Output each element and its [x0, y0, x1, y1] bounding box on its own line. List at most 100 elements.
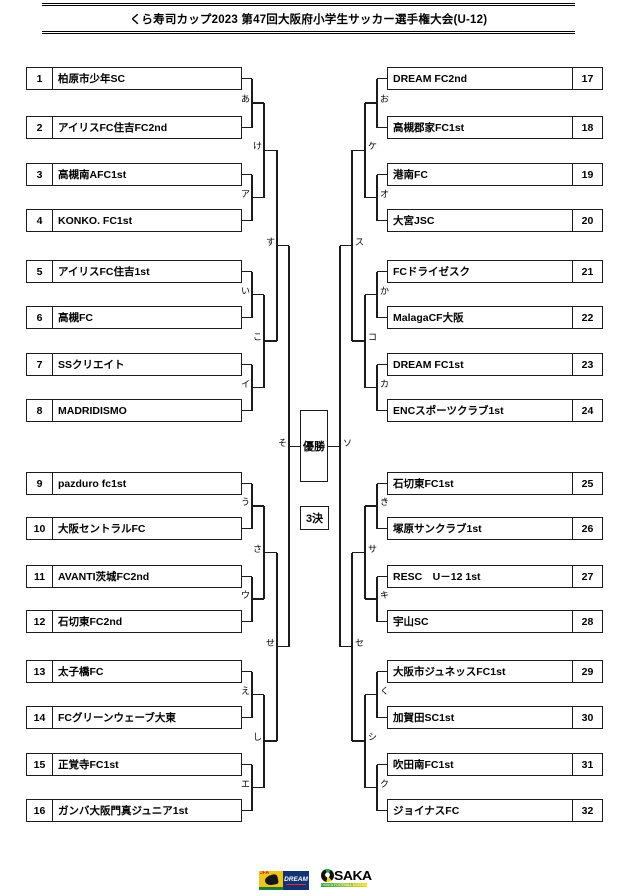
bracket-line [276, 552, 278, 741]
bracket-line [242, 575, 252, 578]
bracket-line [377, 219, 387, 222]
team-box: 15 正覚寺FC1st [26, 753, 242, 776]
bracket-line [377, 126, 387, 129]
bracket-line [365, 196, 377, 199]
match-tag: イ [240, 378, 250, 389]
bracket-line [242, 763, 252, 766]
team-name: FCドライゼスク [393, 266, 470, 278]
match-tag: ク [380, 778, 390, 789]
bracket-line [242, 482, 252, 485]
team-name: 港南FC [393, 169, 428, 181]
seed-number: 8 [27, 400, 53, 421]
bracket-line [352, 740, 365, 742]
bracket-line [252, 196, 264, 199]
bracket-line [252, 505, 264, 507]
bracket-line [377, 763, 387, 766]
match-tag: ウ [240, 590, 250, 600]
match-tag: ス [355, 236, 365, 247]
match-tag: キ [380, 590, 390, 600]
match-tag: ア [240, 188, 250, 199]
seed-number: 26 [572, 518, 602, 539]
match-tag: か [380, 285, 390, 296]
team-name: 大阪市ジュネッスFC1st [393, 666, 506, 678]
seed-number: 12 [27, 611, 53, 632]
bracket-line [251, 764, 253, 811]
seed-number: 15 [27, 754, 53, 775]
team-name: FCグリーンウェーブ大東 [58, 712, 176, 724]
team-name: 加賀田SC1st [393, 712, 455, 724]
dream-label: DREAM [284, 875, 308, 883]
bracket-line [365, 102, 377, 104]
bracket-line [242, 620, 252, 623]
match-tag: こ [252, 332, 262, 342]
soccer-ball-icon [321, 869, 334, 882]
seed-number: 7 [27, 354, 53, 375]
team-name: MADRIDISMO [58, 404, 127, 417]
team-name: SSクリエイト [58, 359, 125, 371]
dream-red-bar [286, 883, 306, 886]
bracket-line [377, 482, 387, 485]
bracket-line [365, 598, 377, 600]
osaka-label: SAKA [334, 867, 372, 883]
bracket-line [365, 293, 377, 296]
seed-number: 22 [572, 307, 602, 328]
bracket-line [276, 150, 278, 341]
team-name: ガンバ大阪門真ジュニア1st [58, 805, 188, 817]
match-tag: け [252, 141, 262, 152]
team-box: 港南FC 19 [387, 163, 603, 186]
match-tag: カ [380, 378, 390, 389]
bracket-line [242, 363, 252, 366]
bracket-line [365, 693, 377, 696]
team-name: 高槻FC [58, 312, 93, 324]
team-name: MalagaCF大阪 [393, 312, 464, 324]
seed-number: 10 [27, 518, 53, 539]
bracket-line [377, 270, 387, 273]
match-tag: サ [368, 543, 378, 554]
page-title: くら寿司カップ2023 第47回大阪府小学生サッカー選手権大会(U-12) [129, 13, 488, 26]
bracket-line [352, 149, 365, 151]
bracket-line [252, 102, 264, 104]
bracket-line [377, 173, 387, 176]
bracket-line [377, 527, 387, 530]
bracket-line [263, 506, 265, 599]
match-tag: す [265, 236, 275, 247]
team-name: 正覚寺FC1st [58, 759, 119, 771]
bracket-line [252, 598, 264, 600]
final-right-tag: ソ [343, 438, 353, 448]
bracket-line [340, 245, 352, 247]
seed-number: 32 [572, 800, 602, 821]
bracket-line [263, 294, 265, 388]
seed-number: 23 [572, 354, 602, 375]
team-name: 柏原市少年SC [58, 73, 126, 85]
bracket-line [242, 716, 252, 719]
bracket-line [251, 78, 253, 128]
bracket-line [252, 293, 264, 296]
match-tag: せ [265, 637, 275, 648]
seed-number: 19 [572, 164, 602, 185]
match-tag: シ [368, 732, 378, 742]
team-name: 高槻南AFC1st [58, 169, 127, 181]
dream-logo-panel: DREAM [283, 871, 309, 890]
final-left-tag: そ [277, 438, 287, 448]
bracket-line [328, 445, 340, 447]
match-tag: い [240, 285, 250, 296]
team-name: 大阪セントラルFC [58, 523, 146, 535]
bracket-line [242, 126, 252, 129]
team-name: AVANTI茨城FC2nd [58, 571, 150, 583]
bracket-line [288, 245, 290, 647]
seed-number: 31 [572, 754, 602, 775]
